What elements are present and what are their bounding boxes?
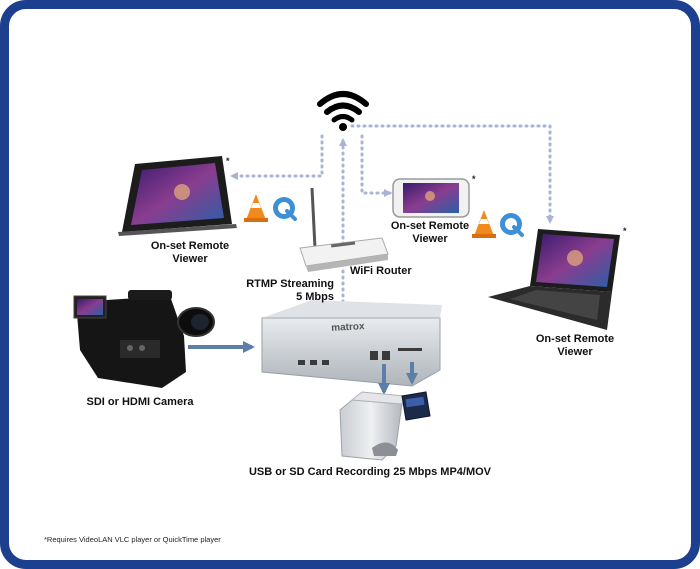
vlc-icon [472,210,496,238]
wifi-router-device [299,187,389,272]
recording-label: USB or SD Card Recording 25 Mbps MP4/MOV [248,466,492,478]
wifi-icon [317,91,369,131]
usb-hard-drive [339,391,407,461]
device-ports [298,348,422,365]
stream-path-to-tablet [230,134,324,180]
phone-footnote-marker: * [472,174,476,184]
matrox-monarch-device [261,300,442,387]
quicktime-icon [273,197,297,221]
device-brand-logo: matrox [331,321,365,334]
stream-path-to-laptop [350,124,554,224]
router-label: WiFi Router [350,265,412,277]
stream-paths [230,124,554,304]
footnote: *Requires VideoLAN VLC player or QuickTi… [44,535,221,544]
camera-device [73,290,215,388]
tablet-footnote-marker: * [226,156,230,166]
tablet-viewer-device [118,156,237,236]
phone-viewer-device [392,178,470,218]
stream-path-to-phone [360,134,392,197]
streaming-rate-line1: RTMP Streaming [246,278,334,290]
streaming-rate-line2: 5 Mbps [296,291,334,303]
laptop-viewer-device [488,229,620,330]
camera-label: SDI or HDMI Camera [86,396,194,408]
quicktime-icon [500,213,524,237]
sd-card [401,391,431,421]
vlc-icon [244,194,268,222]
laptop-footnote-marker: * [623,226,627,236]
